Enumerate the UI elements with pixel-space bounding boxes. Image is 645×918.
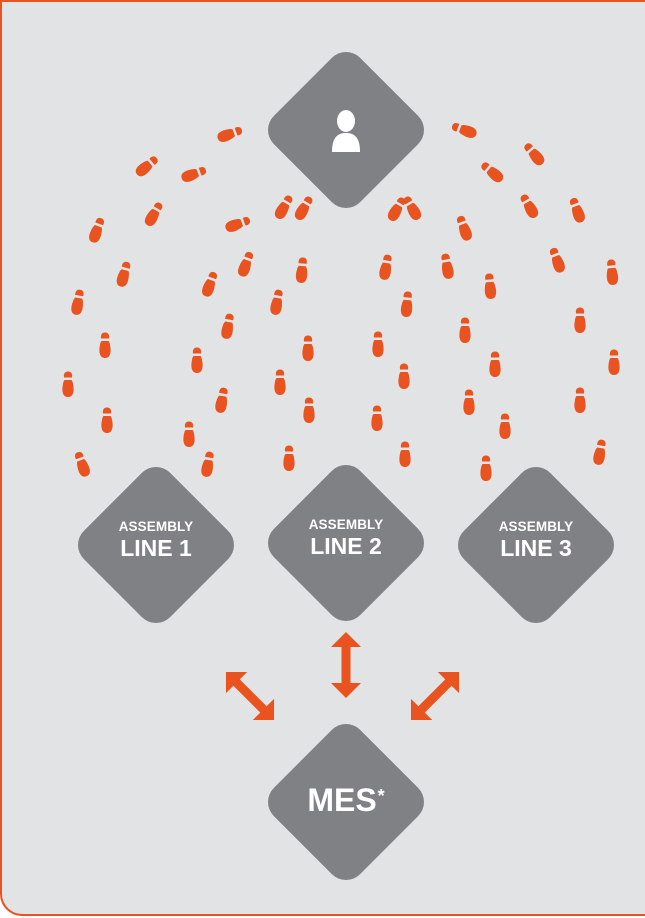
double-arrow-icon [225, 671, 275, 721]
footprint-icon [183, 421, 195, 447]
footprint-icon [179, 164, 208, 184]
footprint-icon [101, 407, 113, 433]
footprint-icon [236, 250, 256, 279]
footprint-icon [372, 331, 384, 357]
assembly-line-3-label: ASSEMBLY LINE 3 [466, 519, 606, 561]
footprint-icon [295, 257, 309, 284]
mes-asterisk: * [377, 786, 385, 806]
footprint-icon [274, 369, 286, 395]
footprint-icon [521, 140, 547, 168]
footprint-icon [87, 216, 107, 245]
assembly-line-1-label: ASSEMBLY LINE 1 [86, 519, 226, 561]
mes-label: MES* [276, 780, 416, 820]
footprint-icon [220, 312, 236, 340]
footprint-icon [463, 389, 475, 415]
footprint-icon [214, 386, 230, 414]
footprint-icon [592, 438, 608, 466]
footprint-icon [454, 214, 474, 243]
assembly-line-2-caption: ASSEMBLY [308, 517, 384, 532]
footprint-icon [608, 349, 620, 375]
footprint-icon [574, 387, 586, 413]
assembly-line-1-caption: ASSEMBLY [118, 519, 194, 534]
footprint-icon [450, 120, 479, 140]
footprint-icon [62, 371, 74, 397]
footprint-icon [378, 253, 394, 281]
footprint-icon [283, 445, 295, 471]
footprint-icon [115, 260, 133, 289]
person-icon [332, 110, 360, 152]
footprint-icon [303, 397, 315, 423]
arrows-group [225, 632, 460, 721]
footprint-icon [215, 124, 244, 144]
footprint-icon [99, 332, 111, 358]
footprint-icon [398, 363, 410, 389]
double-arrow-icon [331, 632, 361, 698]
double-arrow-icon [410, 671, 460, 721]
footprint-icon [489, 351, 501, 377]
footprint-icon [480, 455, 492, 481]
footprint-icon [371, 405, 383, 431]
footprint-icon [400, 194, 424, 223]
footprint-icon [302, 335, 314, 361]
footprint-icon [70, 288, 86, 316]
footprint-icon [439, 252, 455, 280]
assembly-line-3-title: LINE 3 [500, 535, 572, 561]
assembly-line-2-label: ASSEMBLY LINE 2 [276, 517, 416, 559]
footprint-icon [200, 270, 220, 299]
footprint-icon [133, 153, 161, 179]
footprint-icon [478, 159, 506, 185]
assembly-line-3-caption: ASSEMBLY [498, 519, 574, 534]
footprint-icon [269, 288, 285, 316]
assembly-line-1-title: LINE 1 [120, 535, 192, 561]
footprint-icon [483, 273, 497, 300]
footprint-icon [272, 193, 296, 222]
footprint-icon [574, 307, 586, 333]
mes-text: MES [307, 782, 377, 818]
footprint-icon [292, 194, 316, 223]
footprint-icon [142, 200, 166, 229]
footprint-icon [191, 347, 203, 373]
footprint-icon [223, 214, 252, 234]
footprint-icon [499, 413, 511, 439]
footprint-icon [200, 450, 216, 478]
footprint-icon [547, 246, 567, 275]
footprint-icon [459, 317, 471, 343]
footprint-icon [605, 259, 619, 286]
footprint-icon [399, 441, 411, 467]
footprint-icon [517, 192, 541, 221]
footprint-icon [72, 450, 92, 479]
footprint-icon [400, 291, 414, 318]
assembly-line-2-title: LINE 2 [310, 533, 382, 559]
footprint-icon [567, 196, 587, 225]
